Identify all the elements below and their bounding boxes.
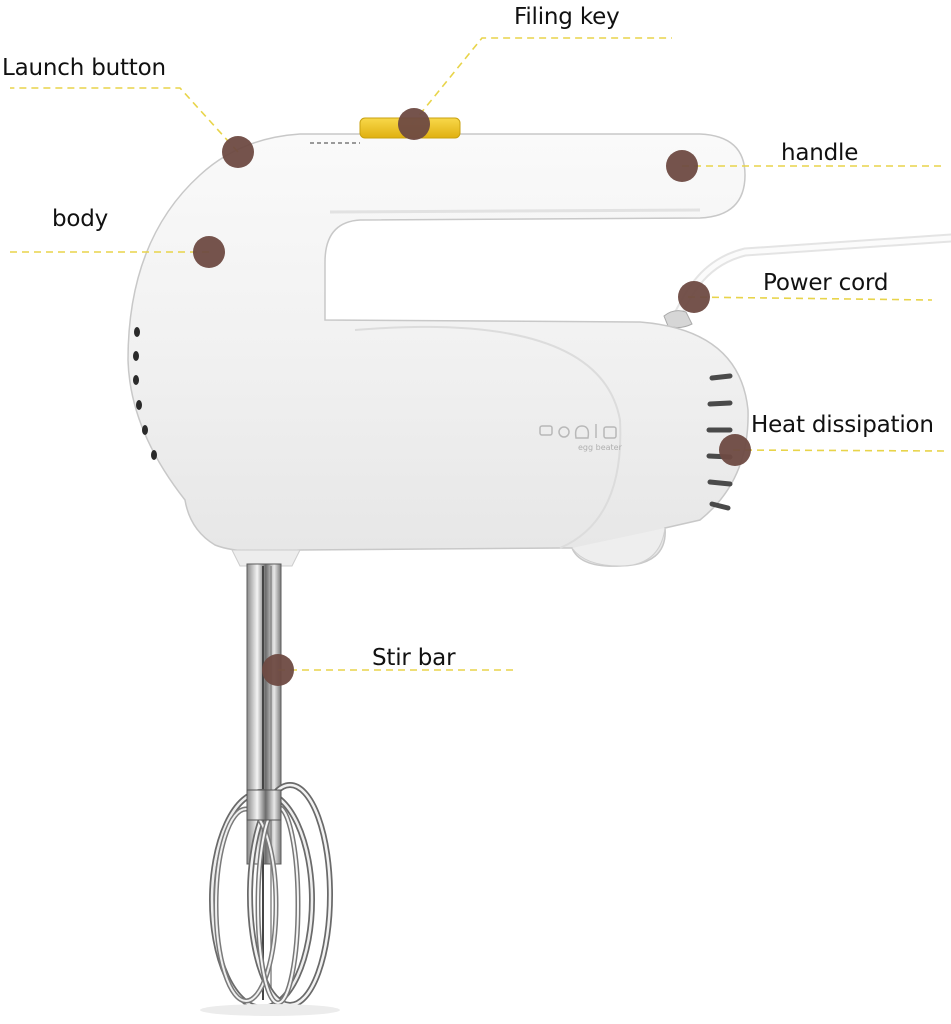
dot-heat-dissipation — [719, 434, 751, 466]
dot-body — [193, 236, 225, 268]
leader-lines — [5, 37, 947, 671]
label-filing-key: Filing key — [514, 4, 620, 30]
dot-filing-key — [398, 108, 430, 140]
dot-launch-button — [222, 136, 254, 168]
marker-dots — [193, 108, 751, 686]
label-heat-dissipation: Heat dissipation — [751, 412, 934, 438]
label-body: body — [52, 206, 109, 232]
label-handle: handle — [781, 140, 859, 166]
leader-launch-button — [10, 87, 239, 153]
label-stir-bar: Stir bar — [372, 645, 456, 671]
dot-stir-bar — [262, 654, 294, 686]
shadow — [200, 1004, 340, 1016]
label-launch-button: Launch button — [2, 55, 166, 81]
dot-power-cord — [678, 281, 710, 313]
side-vents — [133, 327, 157, 460]
mixer-body-shape — [127, 133, 749, 567]
leader-heat-dissipation — [732, 449, 947, 452]
power-cord-shape — [663, 233, 951, 329]
product-mark-text: egg beater — [578, 443, 623, 452]
dot-handle — [666, 150, 698, 182]
stir-bar-shape — [231, 549, 301, 1000]
leader-power-cord — [687, 296, 933, 301]
function-icons — [539, 424, 617, 439]
leader-filing-key — [411, 37, 672, 125]
label-power-cord: Power cord — [763, 270, 889, 296]
